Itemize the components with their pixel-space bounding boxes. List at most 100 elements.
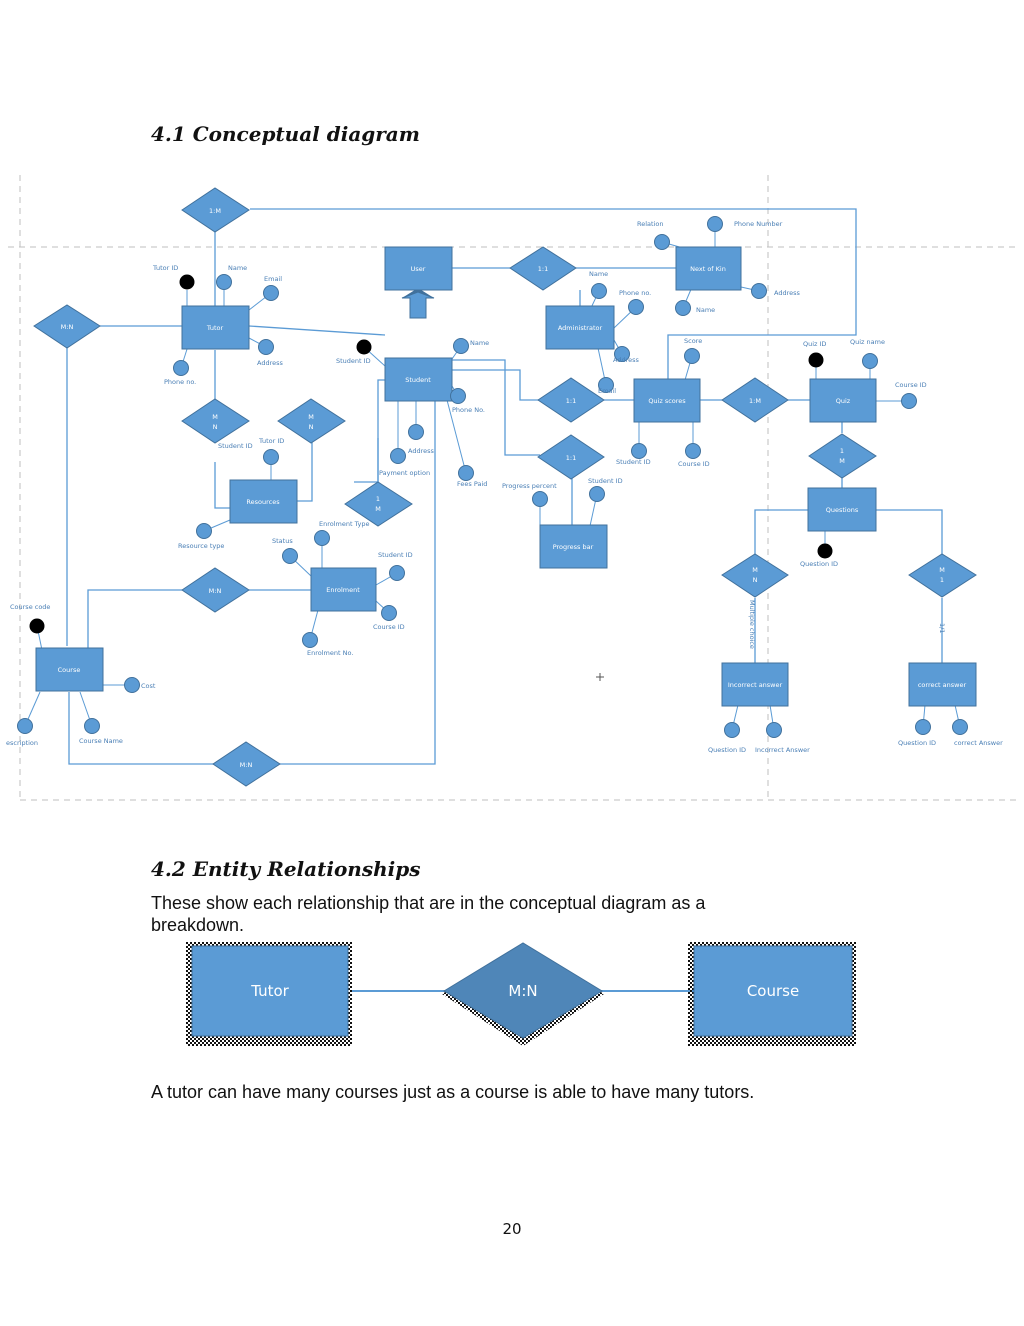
attr-label: Fees Paid	[457, 480, 487, 488]
rel-correct	[908, 553, 977, 598]
section-heading-entity-relationships: 4.2 Entity Relationships	[151, 857, 421, 881]
attr-label: Student ID	[336, 357, 371, 365]
section-heading-conceptual: 4.1 Conceptual diagram	[151, 122, 420, 146]
attr-label: Name	[228, 264, 247, 272]
rel-label: 1:M	[749, 397, 761, 405]
relationships	[33, 187, 977, 787]
attr-label: Tutor ID	[152, 264, 178, 272]
attr-label: Quiz name	[850, 338, 885, 346]
attribute-labels: Tutor ID Name Email Address Phone no. Re…	[6, 220, 1003, 754]
rel-quiz-questions	[808, 433, 877, 479]
attr-label: Name	[696, 306, 715, 314]
er-caption: A tutor can have many courses just as a …	[151, 1082, 755, 1102]
attr-label: Question ID	[800, 560, 838, 568]
attr-label: Resource type	[178, 542, 224, 550]
er-entity-course	[693, 945, 853, 1037]
label-enrolment: Enrolment	[326, 586, 360, 594]
rel-quizscores-quiz	[721, 377, 789, 423]
rel-label: 1	[840, 447, 844, 455]
rel-label: 1:1	[538, 265, 548, 273]
page-number: 20	[502, 1220, 522, 1238]
entities	[35, 246, 977, 707]
attr-label: Phone Number	[734, 220, 783, 228]
er-entity-course-label: Course	[747, 982, 799, 1000]
rel-label: M	[839, 457, 845, 465]
label-questions: Questions	[826, 506, 859, 514]
attr-label: escription	[6, 739, 38, 747]
rel-label: M	[212, 413, 218, 421]
crosshair-icon	[596, 673, 604, 681]
attr-label: Address	[408, 447, 434, 455]
entity-progress-bar	[539, 524, 608, 569]
rel-label: M:N	[240, 761, 253, 769]
label-incorrect-answer: Incorrect answer	[728, 681, 783, 689]
attr-label: Course ID	[678, 460, 710, 468]
attr-label: Phone No.	[452, 406, 485, 414]
relationship-labels: 1:M 1:1 M:N M N M N 1:1 1:M 1 M 1:1 1 M …	[61, 207, 945, 769]
line-label-multiple-choice: Multiple choice	[748, 600, 756, 649]
entity-quiz	[809, 378, 877, 423]
attr-label: Progress percent	[502, 482, 557, 490]
attr-label: Relation	[637, 220, 663, 228]
rel-tutor-resources	[181, 398, 250, 444]
rel-incorrect	[721, 553, 789, 598]
attr-label: Tutor ID	[258, 437, 284, 445]
rel-label: M	[308, 413, 314, 421]
attr-label: Student ID	[378, 551, 413, 559]
attr-label: Cost	[141, 682, 156, 690]
rel-student-quizscores	[537, 377, 605, 423]
rel-label: N	[753, 576, 758, 584]
attr-label: Quiz ID	[803, 340, 826, 348]
entity-tutor	[181, 305, 250, 350]
rel-progress	[537, 434, 605, 480]
attr-label: Name	[589, 270, 608, 278]
rel-label: 1	[376, 495, 380, 503]
attr-label: Status	[272, 537, 293, 545]
label-tutor: Tutor	[206, 324, 224, 332]
entity-student	[384, 357, 453, 402]
entity-correct-answer	[908, 662, 977, 707]
attribute-stems	[24, 231, 961, 731]
attr-label: Enrolment No.	[307, 649, 353, 657]
label-next-of-kin: Next of Kin	[690, 265, 726, 273]
attr-label: Name	[470, 339, 489, 347]
attr-label: Question ID	[898, 739, 936, 747]
label-student: Student	[405, 376, 431, 384]
attr-label: Phone no.	[619, 289, 651, 297]
rel-user-admin	[509, 246, 577, 291]
attr-label: Address	[257, 359, 283, 367]
attr-label: Email	[264, 275, 282, 283]
attr-label: Address	[613, 356, 639, 364]
key-attribute-circles	[29, 274, 833, 634]
entity-resources	[229, 479, 298, 524]
attr-label: Student ID	[616, 458, 651, 466]
rel-label: M:N	[61, 323, 74, 331]
attr-label: Student ID	[588, 477, 623, 485]
rel-label: 1:1	[566, 454, 576, 462]
conceptual-diagram: User Next of Kin Tutor Administrator Stu…	[6, 175, 1020, 801]
attr-label: Course Name	[79, 737, 123, 745]
rel-label: M:N	[209, 587, 222, 595]
er-entity-tutor	[191, 945, 349, 1037]
label-user: User	[411, 265, 426, 273]
entity-administrator	[545, 305, 615, 350]
label-correct-answer: correct answer	[918, 681, 967, 689]
entity-incorrect-answer	[721, 662, 789, 707]
rel-bottom	[212, 741, 281, 787]
label-quiz: Quiz	[836, 397, 851, 405]
attr-label: Payment option	[379, 469, 430, 477]
rel-student-resources	[277, 398, 346, 444]
attr-label: Student ID	[218, 442, 253, 450]
entity-course	[35, 647, 104, 692]
er-relationship-diamond	[443, 942, 603, 1039]
connector-lines	[66, 208, 943, 765]
rel-label: M	[939, 566, 945, 574]
entity-user	[384, 246, 453, 291]
section-intro: These show each relationship that are in…	[151, 893, 706, 935]
rel-label: 1:M	[209, 207, 221, 215]
entity-relationship-example: Tutor M:N Course	[186, 942, 856, 1046]
entity-labels: User Next of Kin Tutor Administrator Stu…	[58, 265, 967, 689]
rel-label: M	[375, 505, 381, 513]
entity-enrolment	[310, 567, 377, 612]
attr-label: correct Answer	[954, 739, 1003, 747]
